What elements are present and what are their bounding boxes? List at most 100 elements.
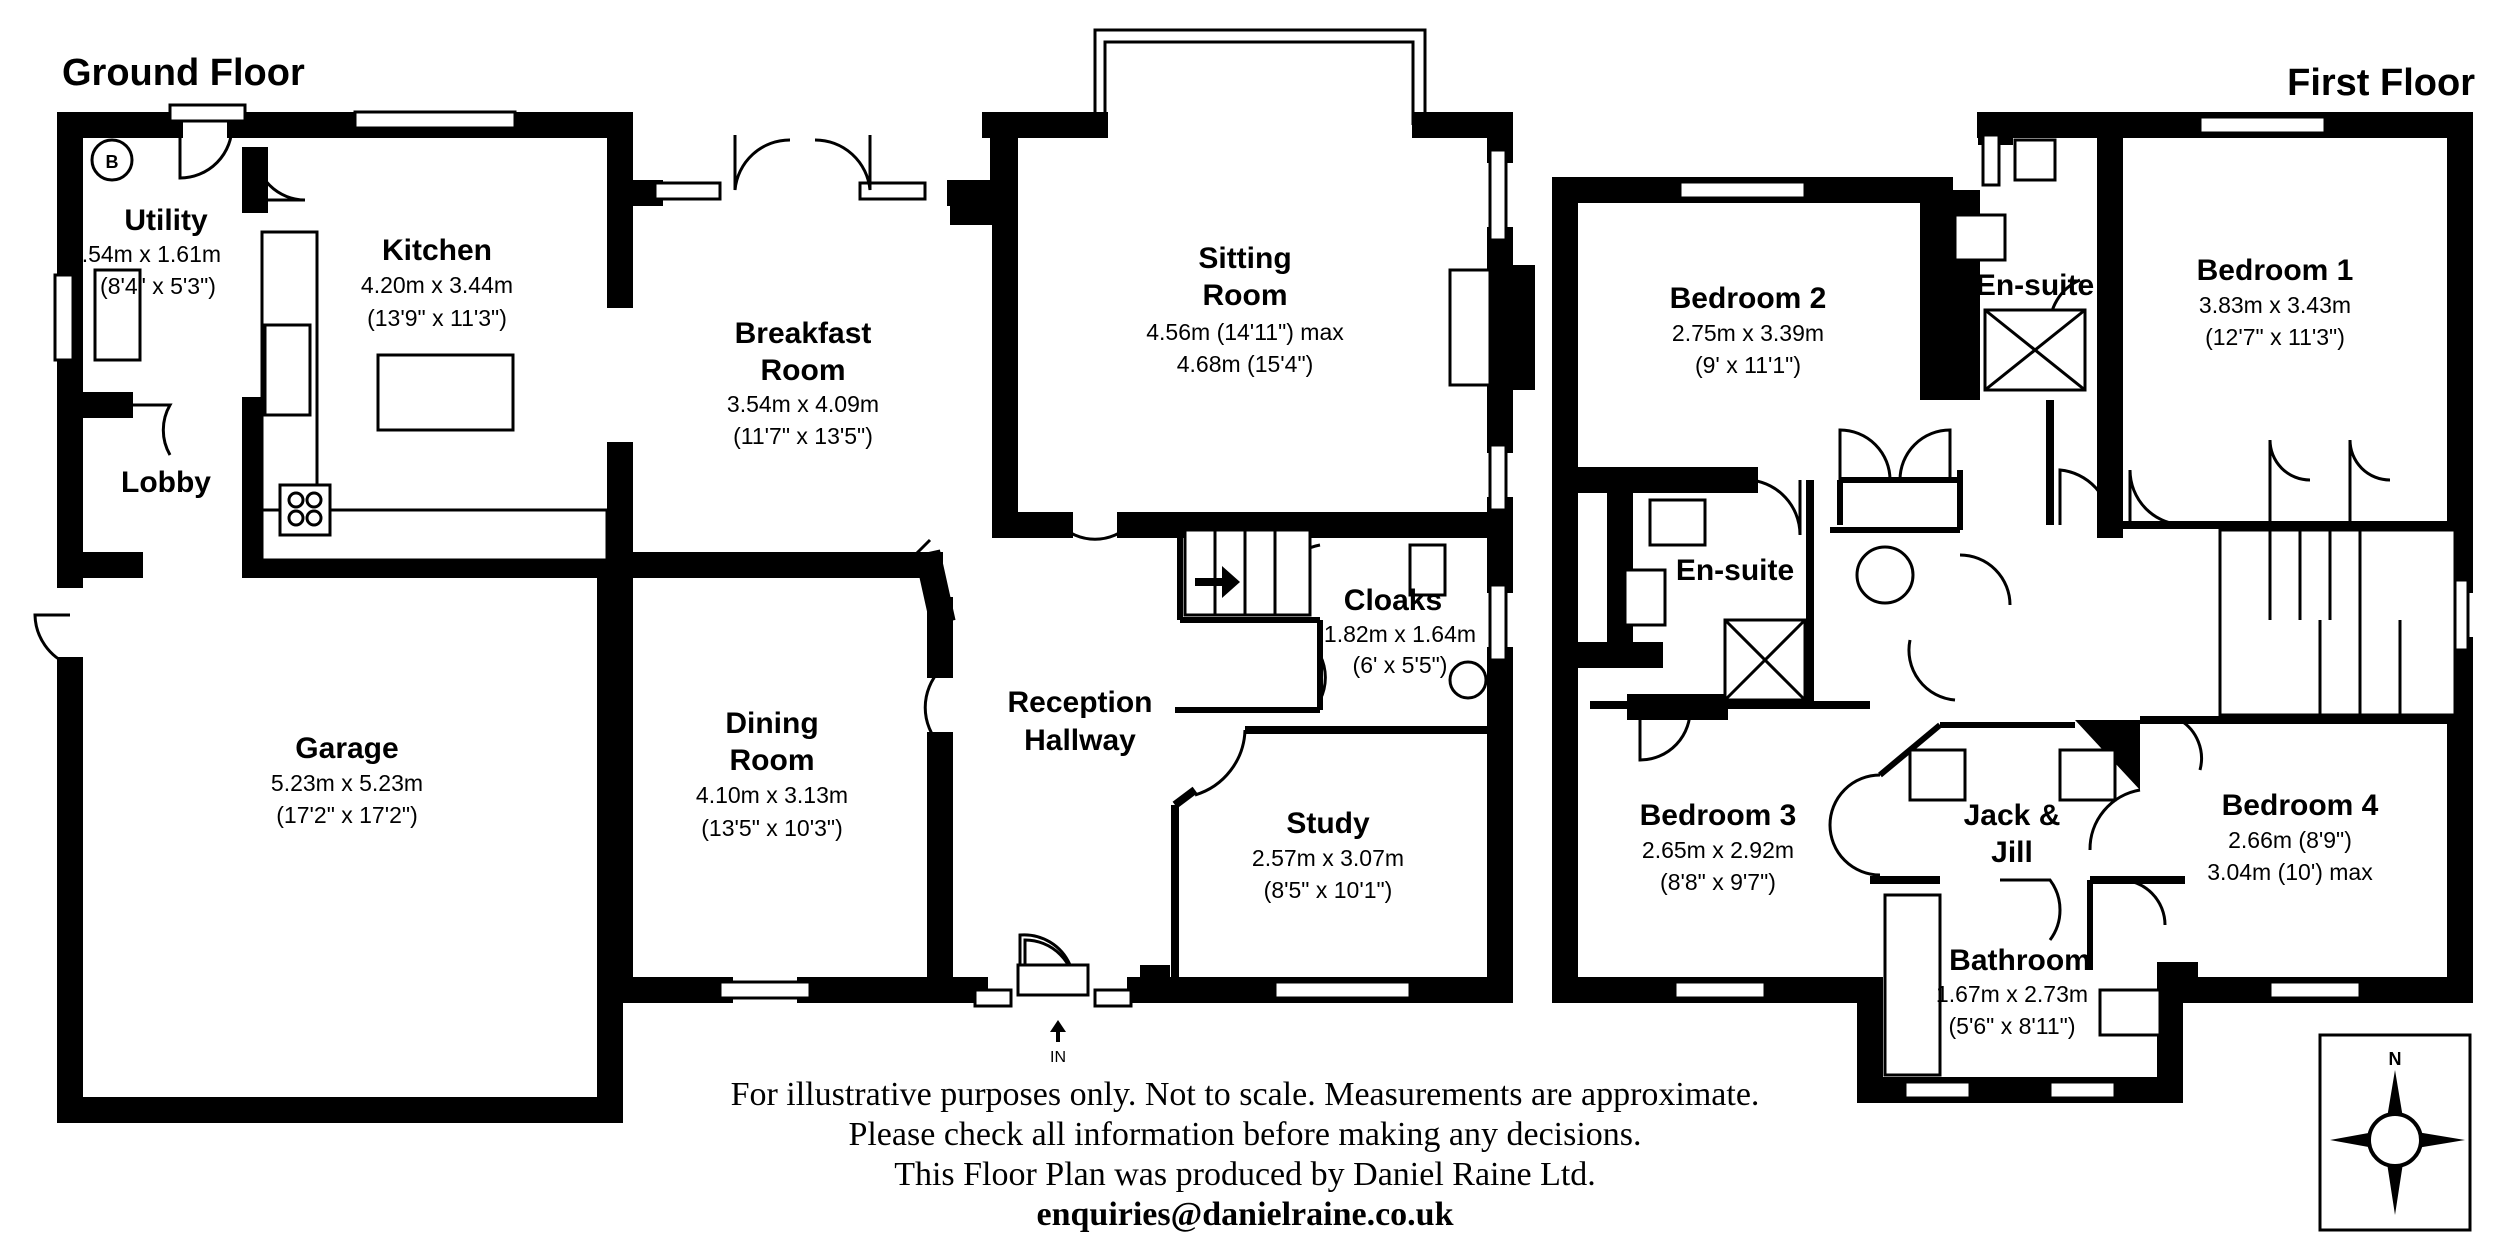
entrance-label: IN [1050, 1049, 1066, 1066]
first-floor-walls [1552, 112, 2473, 1103]
cloaks-toilet-icon [1408, 543, 1447, 597]
stairs [1183, 528, 1312, 617]
boiler-icon [90, 138, 134, 182]
utility-dim-imperial: (8'4" x 5'3") [100, 273, 216, 299]
dining-dim-imperial: (13'5" x 10'3") [701, 815, 842, 841]
first-floor-fixtures [1623, 138, 2457, 1077]
jj-basin-left-icon [1908, 748, 1967, 802]
bathroom-dim-metric: 1.67m x 2.73m [1936, 981, 2088, 1007]
bedroom4-name: Bedroom 4 [2222, 789, 2379, 822]
garage-dim-imperial: (17'2" x 17'2") [276, 802, 417, 828]
room-utility: Utility 2.54m x 1.61m (8'4" x 5'3") [69, 204, 221, 299]
room-lobby: Lobby [121, 466, 211, 499]
first-floor-title: First Floor [2287, 62, 2475, 104]
room-ensuite1: En-suite [1976, 269, 2094, 302]
bedroom1-dim-imperial: (12'7" x 11'3") [2205, 324, 2345, 350]
first-stairs [2218, 528, 2457, 717]
hob-icon [278, 483, 332, 537]
breakfast-name-2: Room [761, 354, 846, 387]
room-reception: Reception Hallway [1007, 686, 1152, 757]
disclaimer-line-3: This Floor Plan was produced by Daniel R… [894, 1156, 1596, 1193]
entrance-arrow-icon [1050, 1020, 1066, 1042]
study-dim-metric: 2.57m x 3.07m [1252, 845, 1404, 871]
jackjill-name-1: Jack & [1964, 799, 2061, 832]
room-ensuite2: En-suite [1676, 554, 1794, 587]
breakfast-dim-metric: 3.54m x 4.09m [727, 391, 879, 417]
room-bedroom3: Bedroom 3 2.65m x 2.92m (8'8" x 9'7") [1640, 799, 1797, 895]
bedroom4-dim-2: 3.04m (10') max [2207, 859, 2373, 885]
kitchen-dim-imperial: (13'9" x 11'3") [367, 305, 507, 331]
ground-floor-fixtures: B IN [90, 138, 1488, 1066]
cylinder-icon [1855, 545, 1915, 605]
jj-basin-right-icon [2058, 748, 2117, 802]
study-name: Study [1286, 807, 1370, 840]
ensuite1-toilet-icon [1953, 213, 2007, 262]
sitting-name-2: Room [1203, 279, 1288, 312]
kitchen-sink-icon [263, 323, 312, 417]
disclaimer-line-1: For illustrative purposes only. Not to s… [731, 1076, 1760, 1113]
sitting-name-1: Sitting [1198, 242, 1291, 275]
room-study: Study 2.57m x 3.07m (8'5" x 10'1") [1252, 807, 1404, 903]
room-bathroom: Bathroom 1.67m x 2.73m (5'6" x 8'11") [1936, 944, 2091, 1039]
bedroom2-name: Bedroom 2 [1670, 282, 1827, 315]
bath-icon [1883, 893, 1942, 1077]
bedroom3-dim-imperial: (8'8" x 9'7") [1660, 869, 1776, 895]
disclaimer: For illustrative purposes only. Not to s… [731, 1076, 1760, 1233]
room-bedroom2: Bedroom 2 2.75m x 3.39m (9' x 11'1") [1670, 282, 1827, 378]
kitchen-dim-metric: 4.20m x 3.44m [361, 272, 513, 298]
north-label: N [2389, 1049, 2402, 1069]
bedroom1-name: Bedroom 1 [2197, 254, 2354, 287]
stair-arrow-icon [1195, 566, 1240, 598]
utility-dim-metric: 2.54m x 1.61m [69, 241, 221, 267]
dining-dim-metric: 4.10m x 3.13m [696, 782, 848, 808]
reception-name-2: Hallway [1024, 724, 1136, 757]
breakfast-name-1: Breakfast [735, 317, 872, 350]
sitting-dim-1: 4.56m (14'11") max [1146, 319, 1344, 345]
disclaimer-email: enquiries@danielraine.co.uk [1037, 1196, 1454, 1233]
bathroom-dim-imperial: (5'6" x 8'11") [1949, 1013, 2076, 1039]
bedroom4-dim-1: 2.66m (8'9") [2228, 827, 2352, 853]
cloaks-name: Cloaks [1344, 584, 1442, 617]
breakfast-dim-imperial: (11'7" x 13'5") [733, 423, 873, 449]
bedroom1-dim-metric: 3.83m x 3.43m [2199, 292, 2351, 318]
room-breakfast: Breakfast Room 3.54m x 4.09m (11'7" x 13… [727, 317, 879, 449]
dining-name-2: Room [730, 744, 815, 777]
jackjill-name-2: Jill [1991, 836, 2033, 869]
room-dining: Dining Room 4.10m x 3.13m (13'5" x 10'3"… [696, 707, 848, 841]
cloaks-basin-icon [1448, 660, 1488, 700]
cloaks-dim-metric: 1.82m x 1.64m [1324, 621, 1476, 647]
room-sitting: Sitting Room 4.56m (14'11") max 4.68m (1… [1146, 242, 1344, 377]
bedroom2-dim-imperial: (9' x 11'1") [1695, 352, 1801, 378]
utility-sink-icon [93, 268, 142, 362]
garage-dim-metric: 5.23m x 5.23m [271, 770, 423, 796]
disclaimer-line-2: Please check all information before maki… [848, 1116, 1641, 1153]
bedroom2-dim-metric: 2.75m x 3.39m [1672, 320, 1824, 346]
ground-floor-windows [53, 28, 1508, 1116]
room-jackjill: Jack & Jill [1964, 799, 2061, 869]
ensuite2-toilet-icon [1648, 498, 1707, 547]
study-dim-imperial: (8'5" x 10'1") [1264, 877, 1393, 903]
room-cloaks: Cloaks 1.82m x 1.64m (6' x 5'5") [1324, 584, 1476, 678]
garage-name: Garage [295, 732, 398, 765]
cloaks-dim-imperial: (6' x 5'5") [1353, 652, 1448, 678]
room-garage: Garage 5.23m x 5.23m (17'2" x 17'2") [271, 732, 423, 828]
ground-floor-title: Ground Floor [62, 52, 305, 94]
ensuite1-name: En-suite [1976, 269, 2094, 302]
reception-name-1: Reception [1007, 686, 1152, 719]
lobby-name: Lobby [121, 466, 211, 499]
kitchen-island [376, 353, 515, 432]
bathroom-toilet-icon [2098, 988, 2162, 1037]
kitchen-name: Kitchen [382, 234, 492, 267]
sitting-dim-2: 4.68m (15'4") [1177, 351, 1314, 377]
bathroom-name: Bathroom [1949, 944, 2091, 977]
boiler-label: B [106, 152, 119, 172]
ensuite2-name: En-suite [1676, 554, 1794, 587]
ensuite1-basin-icon [2013, 138, 2057, 182]
compass: N [2318, 1033, 2472, 1232]
ensuite2-basin-icon [1623, 568, 1667, 627]
bedroom3-dim-metric: 2.65m x 2.92m [1642, 837, 1794, 863]
utility-name: Utility [124, 204, 208, 237]
bedroom3-name: Bedroom 3 [1640, 799, 1797, 832]
room-bedroom1: Bedroom 1 3.83m x 3.43m (12'7" x 11'3") [2197, 254, 2354, 350]
